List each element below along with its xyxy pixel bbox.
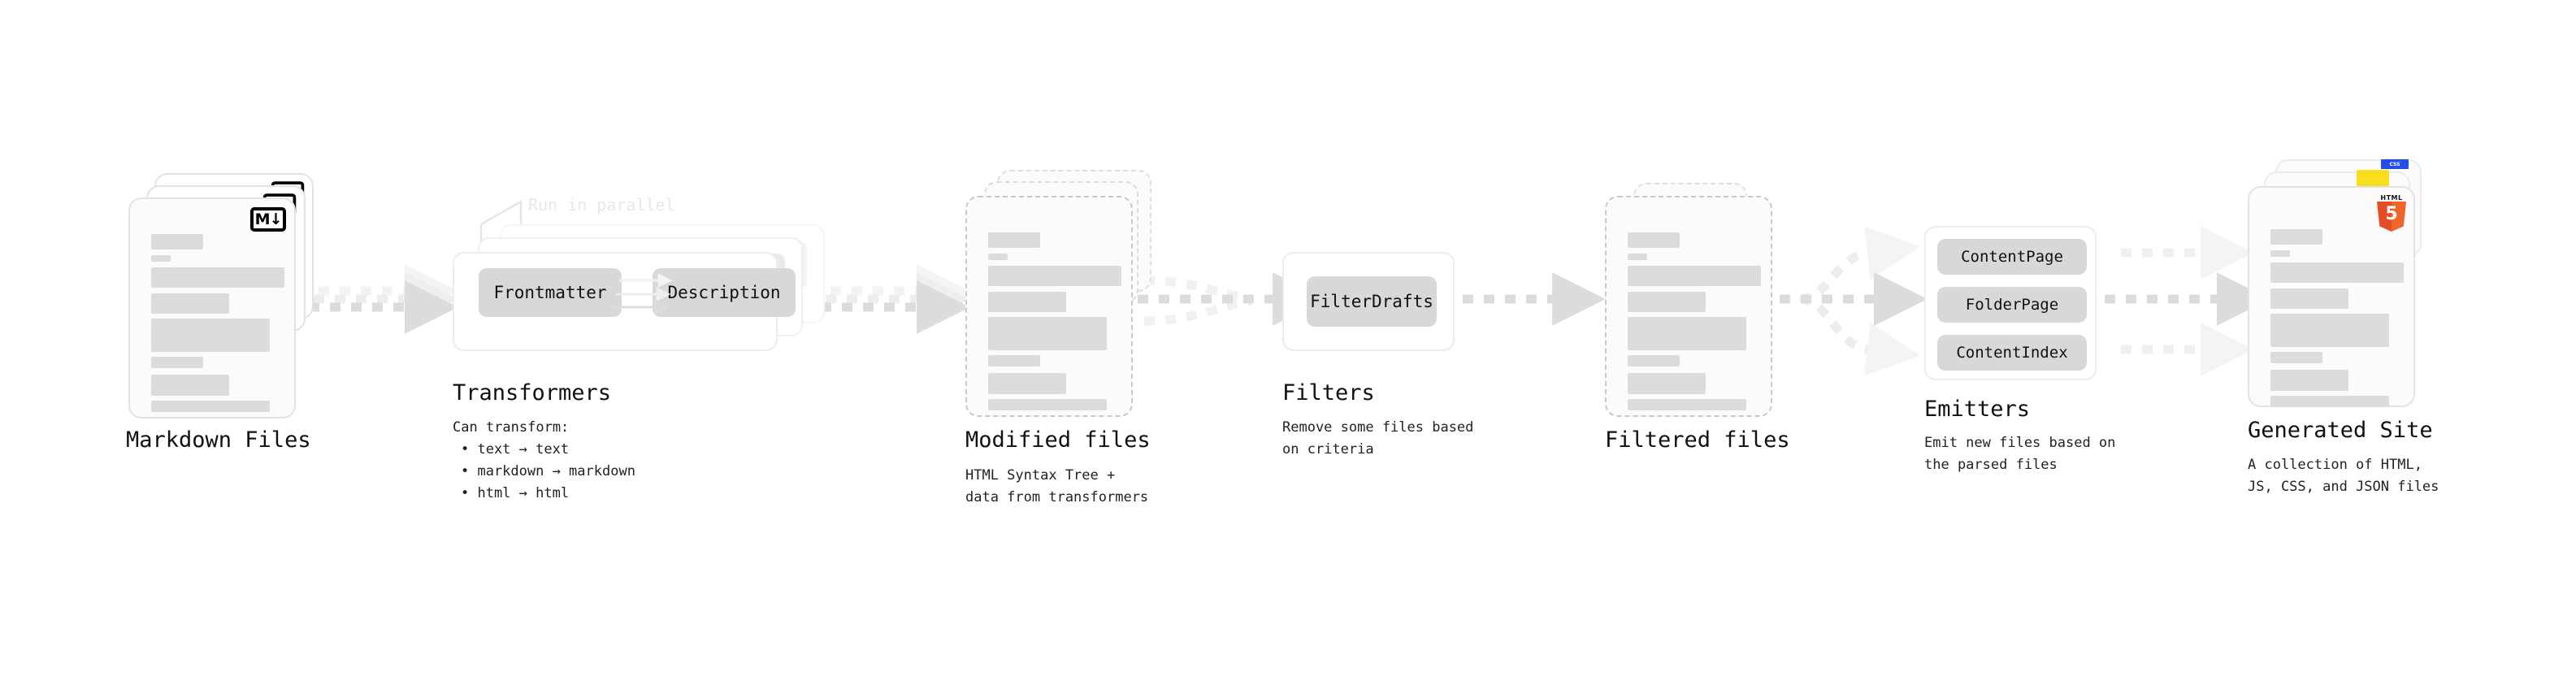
modified-subtitle-line1: HTML Syntax Tree + bbox=[965, 467, 1116, 484]
content-bar bbox=[2270, 262, 2404, 283]
markdown-card-front[interactable]: M↓ bbox=[128, 197, 296, 419]
transformers-subtitle-heading: Can transform: bbox=[453, 419, 570, 436]
modified-subtitle-line2: data from transformers bbox=[965, 489, 1149, 505]
stage-title-markdown: Markdown Files bbox=[126, 427, 311, 453]
content-bar bbox=[151, 401, 270, 412]
content-bar bbox=[1628, 254, 1647, 260]
content-bar bbox=[1628, 232, 1680, 248]
content-bar bbox=[988, 232, 1040, 248]
filters-subtitle-line1: Remove some files based bbox=[1282, 419, 1474, 436]
transformers-bullet-0: • text → text bbox=[461, 441, 570, 458]
content-bar bbox=[151, 267, 284, 288]
content-bar bbox=[988, 292, 1066, 312]
content-bar bbox=[151, 293, 229, 314]
emitters-subtitle-line1: Emit new files based on bbox=[1924, 435, 2116, 451]
run-in-parallel-label: Run in parallel bbox=[528, 195, 675, 215]
emitter-chip-folderpage[interactable]: FolderPage bbox=[1937, 287, 2087, 323]
stage-title-modified: Modified files bbox=[965, 427, 1151, 453]
stage-title-filters: Filters bbox=[1282, 380, 1375, 406]
content-bar bbox=[151, 375, 229, 396]
content-bar bbox=[2270, 370, 2348, 391]
arrow-transformers-to-modified bbox=[821, 264, 970, 334]
filters-subtitle-line2: on criteria bbox=[1282, 441, 1374, 458]
stage-title-transformers: Transformers bbox=[453, 380, 612, 406]
content-bar bbox=[988, 254, 1008, 260]
emitters-panel[interactable]: ContentPage FolderPage ContentIndex bbox=[1924, 226, 2097, 380]
emitter-chip-contentindex[interactable]: ContentIndex bbox=[1937, 335, 2087, 371]
content-bar bbox=[151, 357, 203, 368]
emitter-chip-contentpage[interactable]: ContentPage bbox=[1937, 239, 2087, 275]
filtered-card-front[interactable] bbox=[1605, 196, 1772, 417]
arrow-emitters-to-generated bbox=[2105, 226, 2270, 376]
generated-card-front[interactable]: HTML 5 bbox=[2248, 186, 2415, 407]
content-bar bbox=[151, 319, 270, 352]
content-bar bbox=[2270, 288, 2348, 309]
arrow-filtered-to-emitters bbox=[1780, 226, 1928, 376]
transformer-panel-front[interactable]: Frontmatter Description bbox=[453, 252, 796, 351]
stage-title-generated: Generated Site bbox=[2248, 418, 2433, 443]
js-icon bbox=[2357, 170, 2389, 186]
content-bar bbox=[151, 255, 171, 262]
html5-shield: 5 bbox=[2377, 202, 2406, 232]
content-bar bbox=[1628, 266, 1761, 286]
content-bar bbox=[988, 317, 1107, 350]
arrow-markdown-to-transformers bbox=[309, 264, 458, 334]
transformer-chip-description[interactable]: Description bbox=[653, 268, 796, 317]
stage-title-filtered: Filtered files bbox=[1605, 427, 1790, 453]
markdown-icon: M↓ bbox=[250, 207, 286, 232]
content-bar bbox=[2270, 314, 2389, 347]
html5-caption: HTML bbox=[2380, 194, 2403, 202]
content-bar bbox=[1628, 373, 1706, 394]
generated-subtitle-line2: JS, CSS, and JSON files bbox=[2248, 479, 2439, 495]
content-bar bbox=[988, 355, 1040, 367]
content-bar bbox=[1628, 355, 1680, 367]
stage-title-emitters: Emitters bbox=[1924, 397, 2031, 422]
arrow-modified-to-filters bbox=[1138, 272, 1326, 326]
content-bar bbox=[988, 266, 1121, 286]
content-bar bbox=[2270, 396, 2389, 407]
content-bar bbox=[151, 234, 203, 249]
css-icon: CSS bbox=[2381, 159, 2409, 169]
content-bar bbox=[988, 399, 1107, 410]
filters-panel[interactable]: FilterDrafts bbox=[1282, 252, 1455, 351]
content-bar bbox=[1628, 317, 1746, 350]
content-bar bbox=[988, 373, 1066, 394]
transformer-chip-frontmatter[interactable]: Frontmatter bbox=[479, 268, 622, 317]
filter-chip-filterdrafts[interactable]: FilterDrafts bbox=[1307, 276, 1437, 327]
content-bar bbox=[2270, 250, 2290, 257]
content-bar bbox=[1628, 399, 1746, 410]
transformers-bullet-1: • markdown → markdown bbox=[461, 463, 635, 479]
transformers-bullet-2: • html → html bbox=[461, 485, 570, 501]
html5-digit: 5 bbox=[2385, 203, 2398, 224]
content-bar bbox=[1628, 292, 1706, 312]
modified-card-front[interactable] bbox=[965, 196, 1133, 417]
content-bar bbox=[2270, 229, 2322, 245]
html5-icon: HTML 5 bbox=[2376, 194, 2407, 232]
content-bar bbox=[2270, 352, 2322, 363]
generated-subtitle-line1: A collection of HTML, bbox=[2248, 457, 2422, 473]
emitters-subtitle-line2: the parsed files bbox=[1924, 457, 2058, 473]
